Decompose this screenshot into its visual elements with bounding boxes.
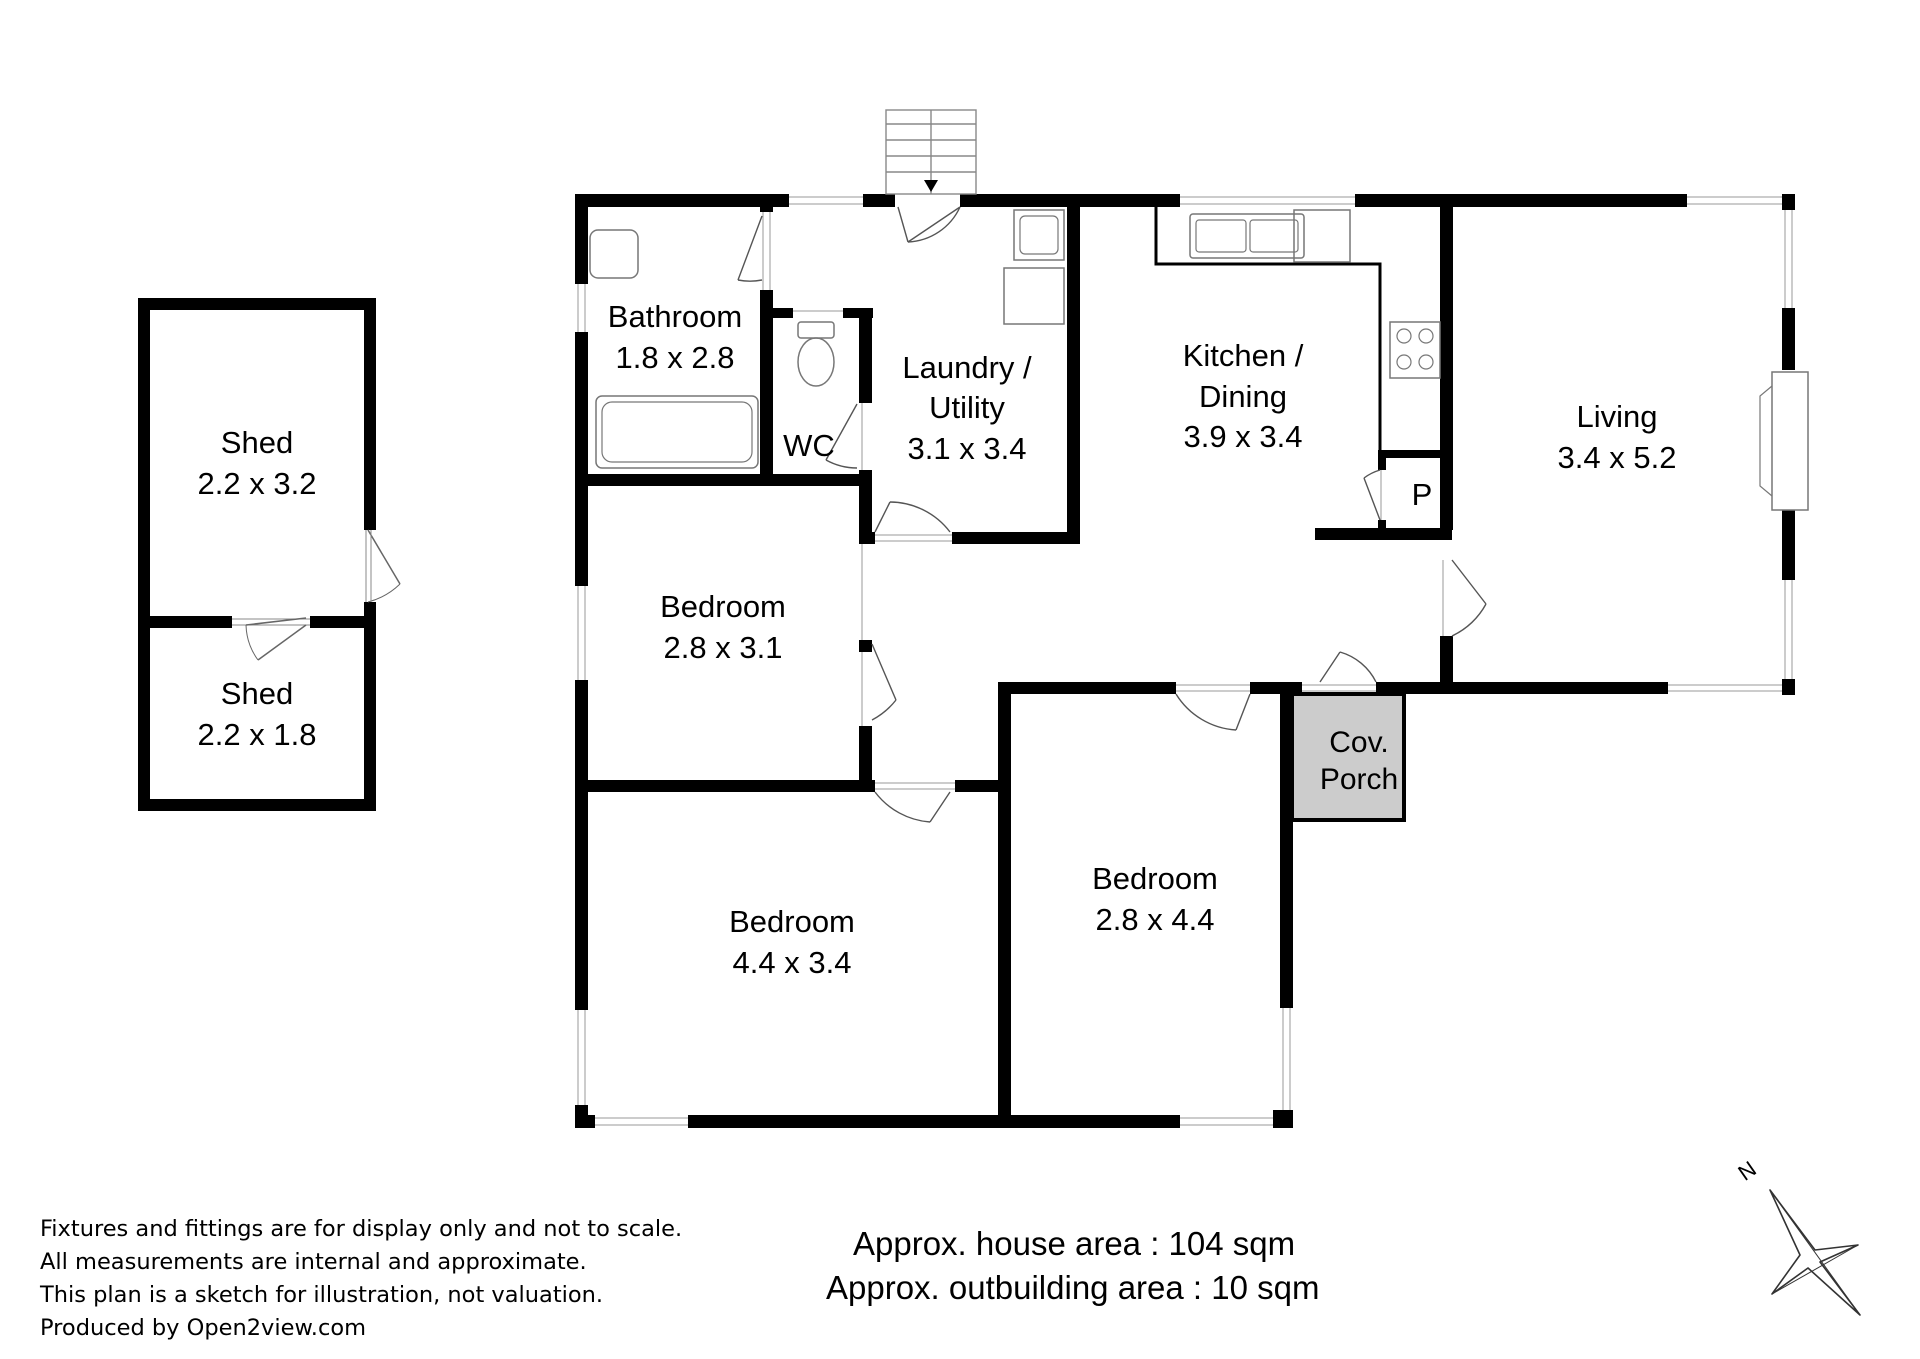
bedroom-1-size: 2.8 x 3.1 — [664, 630, 783, 665]
porch-name-2: Porch — [1320, 763, 1398, 796]
shed-door-swing — [367, 583, 401, 603]
fireplace — [1771, 371, 1809, 511]
living-name: Living — [1577, 399, 1658, 434]
disclaimer-line: This plan is a sketch for illustration, … — [40, 1282, 604, 1308]
kitchen-name-1: Kitchen / — [1183, 338, 1304, 373]
bedroom-1-name: Bedroom — [660, 589, 786, 624]
toilet-bowl — [797, 337, 835, 387]
washing-machine — [1003, 267, 1065, 325]
entry-steps — [885, 109, 977, 195]
house-walls — [575, 194, 1795, 1128]
bathroom-basin — [589, 229, 639, 279]
shed-large-size: 2.2 x 3.2 — [198, 466, 317, 501]
dishwasher — [1293, 209, 1351, 263]
wc-name: WC — [783, 428, 835, 463]
disclaimer-line: Fixtures and fittings are for display on… — [40, 1216, 683, 1242]
shed-door-opening — [362, 530, 378, 602]
toilet-cistern — [797, 321, 835, 339]
bedroom-2-name: Bedroom — [729, 904, 855, 939]
shed-door-leaf — [367, 529, 401, 585]
shed-large-name: Shed — [221, 425, 293, 460]
disclaimer-line: All measurements are internal and approx… — [40, 1249, 587, 1275]
living-size: 3.4 x 5.2 — [1558, 440, 1677, 475]
shed-divider-wall — [310, 616, 370, 628]
shed-small-size: 2.2 x 1.8 — [198, 717, 317, 752]
porch-name-1: Cov. — [1329, 726, 1388, 759]
disclaimer-line: Produced by Open2view.com — [40, 1315, 366, 1341]
shed-divider-wall — [144, 616, 232, 628]
laundry-tub — [1013, 209, 1065, 261]
kitchen-sink — [1189, 213, 1305, 259]
kitchen-size: 3.9 x 3.4 — [1184, 419, 1303, 454]
fixtures — [589, 207, 1809, 511]
cooktop — [1389, 321, 1441, 379]
shed-small-name: Shed — [221, 676, 293, 711]
room-labels: Bathroom 1.8 x 2.8 WC Laundry / Utility … — [608, 299, 1677, 980]
bedroom-3-size: 2.8 x 4.4 — [1096, 902, 1215, 937]
sheds: Shed 2.2 x 3.2 Shed 2.2 x 1.8 — [138, 298, 401, 811]
bedroom-3-name: Bedroom — [1092, 861, 1218, 896]
laundry-size: 3.1 x 3.4 — [908, 431, 1027, 466]
compass-north-label: N — [1733, 1156, 1760, 1186]
kitchen-bench — [1154, 207, 1382, 450]
laundry-name-2: Utility — [929, 390, 1005, 425]
bathtub — [595, 395, 759, 469]
bathroom-name: Bathroom — [608, 299, 742, 334]
bedroom-2-size: 4.4 x 3.4 — [733, 945, 852, 980]
disclaimer: Fixtures and fittings are for display on… — [40, 1213, 740, 1345]
pantry-name: P — [1412, 477, 1433, 512]
outbuilding-area: Approx. outbuilding area : 10 sqm — [826, 1269, 1320, 1306]
kitchen-name-2: Dining — [1199, 379, 1287, 414]
doors — [737, 109, 1487, 823]
area-summary: Approx. house area : 104 sqm Approx. out… — [780, 1222, 1880, 1310]
house-area: Approx. house area : 104 sqm — [853, 1225, 1296, 1262]
bathroom-size: 1.8 x 2.8 — [616, 340, 735, 375]
covered-porch — [1290, 692, 1406, 822]
laundry-name-1: Laundry / — [902, 350, 1032, 385]
shed-divider-door-leaf — [245, 617, 307, 626]
